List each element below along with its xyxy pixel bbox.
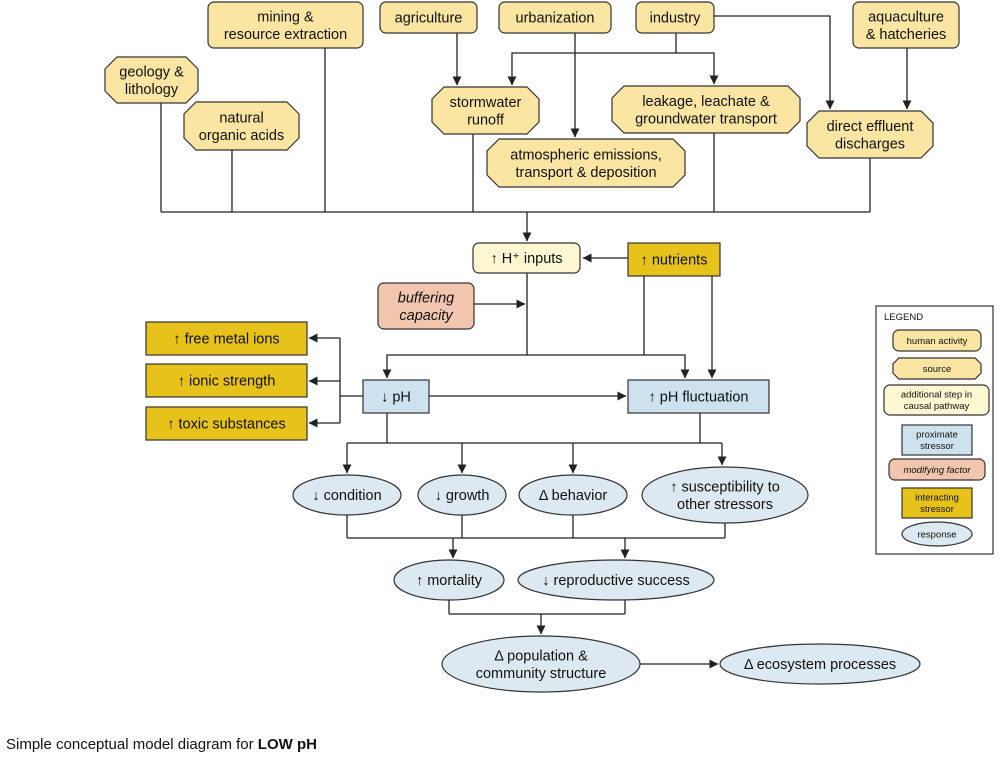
diagram-nodes: mining &resource extraction agriculture ur… (104, 1, 960, 693)
node-ecosystem: Δ ecosystem processes (719, 643, 921, 685)
figure-caption: Simple conceptual model diagram for LOW … (6, 736, 317, 753)
node-label-ionic: ↑ ionic strength (178, 374, 276, 390)
legend-title: LEGEND (884, 312, 923, 323)
node-label-aquaculture: aquaculture& hatcheries (866, 9, 947, 42)
node-urbanization: urbanization (498, 1, 612, 34)
node-agriculture: agriculture (379, 1, 478, 34)
node-label-mortality: ↑ mortality (416, 573, 483, 589)
node-label-leakage: leakage, leachate &groundwater transport (635, 94, 777, 127)
node-label-metal-ions: ↑ free metal ions (173, 332, 279, 348)
legend-label-modifying-factor: modifying factor (903, 465, 971, 476)
node-toxic: ↑ toxic substances (145, 406, 308, 441)
to-population-arrow (448, 600, 626, 634)
node-condition: ↓ condition (292, 474, 402, 516)
node-ph: ↓ pH (362, 379, 430, 414)
node-aquaculture: aquaculture& hatcheries (852, 1, 960, 49)
legend-label-source: source (923, 364, 952, 375)
legend-label-human-activity: human activity (907, 336, 968, 347)
node-label-ecosystem: Δ ecosystem processes (744, 657, 896, 673)
source-drop-line (160, 48, 871, 212)
legend-item-source: source (892, 357, 982, 380)
node-label-h-inputs: ↑ H⁺ inputs (490, 251, 562, 267)
node-label-behavior: Δ behavior (539, 488, 608, 504)
h-inputs-to-ph-arrow (382, 273, 528, 379)
node-label-reproductive: ↓ reproductive success (542, 573, 689, 589)
node-atmospheric: atmospheric emissions,transport & deposi… (486, 138, 686, 188)
legend-item-response: response (901, 521, 973, 547)
node-ph-fluct: ↑ pH fluctuation (627, 379, 770, 414)
node-label-atmospheric: atmospheric emissions,transport & deposi… (510, 147, 662, 180)
node-label-geology: geology &lithology (119, 64, 184, 97)
node-h-inputs: ↑ H⁺ inputs (472, 242, 581, 274)
node-label-growth: ↓ growth (435, 488, 490, 504)
node-nutrients: ↑ nutrients (627, 242, 721, 277)
legend-item-human-activity: human activity (892, 329, 982, 352)
node-mining: mining &resource extraction (207, 1, 364, 49)
node-mortality: ↑ mortality (393, 559, 505, 601)
node-leakage: leakage, leachate &groundwater transport (611, 85, 801, 134)
node-label-industry: industry (650, 11, 702, 27)
node-industry: industry (635, 1, 715, 34)
node-label-ph-fluct: ↑ pH fluctuation (649, 390, 749, 406)
node-label-nutrients: ↑ nutrients (641, 253, 708, 269)
node-population: Δ population &community structure (441, 635, 641, 693)
node-label-population: Δ population &community structure (476, 648, 607, 681)
legend-item-modifying-factor: modifying factor (888, 458, 986, 481)
industry-branch-to-leakage-arrow (676, 52, 719, 85)
node-label-agriculture: agriculture (395, 11, 463, 27)
legend-label-response: response (917, 529, 956, 540)
industry-to-effluent-arrow (714, 15, 835, 110)
node-label-mining: mining &resource extraction (224, 9, 347, 42)
connector-lines (160, 15, 912, 669)
node-label-urbanization: urbanization (516, 11, 595, 27)
response-collector-line (346, 515, 726, 539)
h-inputs-to-ph-fluctuation-arrow (527, 354, 690, 379)
stressor-to-response-bus (347, 413, 722, 444)
node-reproductive: ↓ reproductive success (517, 559, 715, 601)
node-geology: geology &lithology (104, 56, 199, 104)
industry-branch-to-stormwater-arrow (507, 33, 677, 86)
node-label-condition: ↓ condition (312, 488, 381, 504)
legend: LEGEND human activity source additional ste… (875, 305, 994, 555)
node-label-ph: ↓ pH (381, 390, 411, 406)
node-ionic: ↑ ionic strength (145, 363, 308, 398)
node-growth: ↓ growth (417, 474, 507, 516)
node-label-toxic: ↑ toxic substances (167, 417, 285, 433)
node-metal-ions: ↑ free metal ions (145, 321, 308, 356)
node-behavior: Δ behavior (518, 474, 628, 516)
caption-emphasis: LOW pH (257, 736, 317, 753)
ph-to-interacting-line (339, 338, 363, 423)
caption-prefix: Simple conceptual model diagram for (6, 736, 258, 753)
